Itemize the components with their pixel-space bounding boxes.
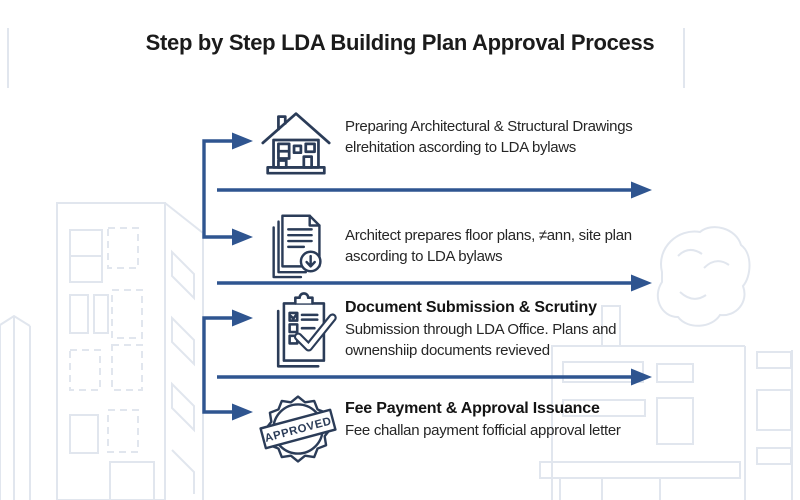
arrowhead-long-2 — [631, 274, 652, 292]
arrowhead-step-3 — [232, 309, 253, 327]
step-3-heading: Document Submission & Scrutiny — [345, 299, 597, 316]
page-title: Step by Step LDA Building Plan Approval … — [145, 30, 655, 55]
step-1-line-2: elrehitation ascording to LDA bylaws — [345, 139, 577, 156]
clipboard-check-icon — [264, 292, 340, 372]
arrowhead-step-2 — [232, 228, 253, 246]
step-2-line-2: ascording to LDA bylaws — [345, 248, 503, 265]
house-icon — [255, 99, 337, 181]
step-2-line-1: Architect prepares floor plans, ≠ann, si… — [345, 227, 632, 244]
arrowhead-long-1 — [631, 181, 652, 199]
step-2-text: Architect prepares floor plans, ≠ann, si… — [345, 225, 675, 267]
connector-bracket-1 — [202, 139, 233, 239]
connector-bracket-2 — [202, 316, 233, 414]
step-4-text: Fee Payment & Approval Issuance Fee chal… — [345, 398, 675, 441]
right-building-art — [539, 305, 793, 500]
step-3-line-2: ownenshiip documents revieved — [345, 342, 550, 359]
tree-cloud-art — [656, 226, 751, 327]
step-3-text: Document Submission & Scrutiny Submissio… — [345, 297, 675, 361]
step-1-line-1: Preparing Architectural & Structural Dra… — [345, 118, 633, 135]
step-3-line-1: Submission through LDA Office. Plans and — [345, 321, 617, 338]
step-4-line-1: Fee challan payment fofficial approval l… — [345, 422, 621, 439]
documents-download-icon — [262, 206, 334, 280]
arrowhead-long-3 — [631, 368, 652, 386]
arrowhead-step-1 — [232, 132, 253, 150]
approved-stamp-icon: APPROVED — [256, 393, 340, 465]
step-4-heading: Fee Payment & Approval Issuance — [345, 400, 600, 417]
left-building-art — [56, 202, 204, 500]
far-left-building-art — [0, 314, 31, 500]
step-1-text: Preparing Architectural & Structural Dra… — [345, 116, 675, 158]
arrowhead-step-4 — [232, 403, 253, 421]
